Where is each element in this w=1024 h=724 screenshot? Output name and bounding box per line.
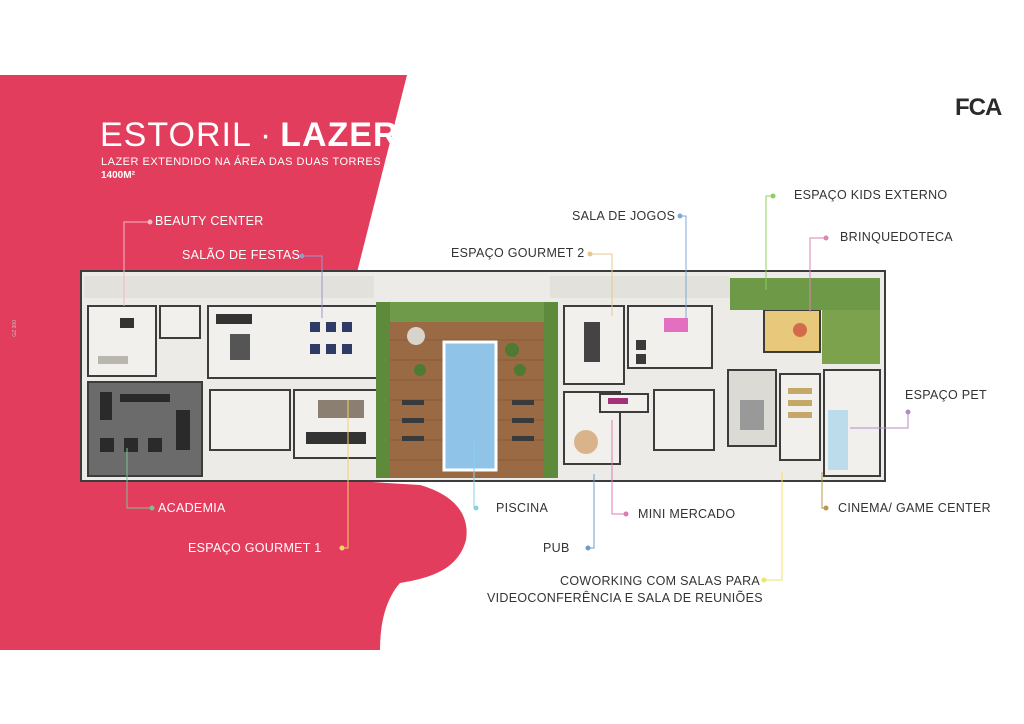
title-separator: · xyxy=(259,116,273,154)
corridor-top-right xyxy=(550,276,730,298)
label-piscina: PISCINA xyxy=(496,501,549,515)
swimming-pool xyxy=(442,340,498,472)
gourmet-1-counter xyxy=(306,432,366,444)
line-cinema xyxy=(821,472,826,509)
garden-right xyxy=(544,302,558,478)
room-brinquedoteca xyxy=(763,309,821,353)
floor-plan xyxy=(80,270,886,482)
line-beauty-center xyxy=(123,221,150,306)
deck-loungers xyxy=(402,400,534,441)
label-academia: ACADEMIA xyxy=(158,501,226,515)
line-brinquedoteca xyxy=(809,237,826,312)
subtitle: LAZER EXTENDIDO NA ÁREA DAS DUAS TORRES xyxy=(101,156,382,168)
page-title: ESTORIL·LAZER xyxy=(100,116,399,155)
room-sala-jogos xyxy=(627,305,713,369)
fca-logo: FCA xyxy=(955,94,1002,121)
label-espaco-kids: ESPAÇO KIDS EXTERNO xyxy=(794,188,948,202)
line-coworking xyxy=(764,472,783,581)
room-beauty-center xyxy=(87,305,157,377)
area-label: 1400M² xyxy=(101,170,135,181)
cinema-seats xyxy=(788,388,812,418)
game-seating xyxy=(636,340,646,364)
game-pool-table xyxy=(664,318,688,332)
line-sala-jogos xyxy=(680,215,687,318)
line-gourmet-1 xyxy=(342,400,349,549)
line-gourmet-2 xyxy=(590,253,613,316)
label-salao-festas: SALÃO DE FESTAS xyxy=(182,248,301,262)
callout-dots xyxy=(147,193,911,583)
title-bold: LAZER xyxy=(280,116,399,154)
label-coworking-line-1: COWORKING COM SALAS PARA xyxy=(560,574,761,588)
gym-equipment xyxy=(100,392,190,452)
label-mini-mercado: MINI MERCADO xyxy=(638,507,736,521)
festas-tables xyxy=(310,322,352,354)
kids-playground xyxy=(822,310,880,364)
line-academia xyxy=(126,448,152,509)
line-piscina xyxy=(473,440,476,509)
gourmet-2-table xyxy=(584,322,600,362)
line-pub xyxy=(588,474,595,549)
label-sala-jogos: SALA DE JOGOS xyxy=(572,209,676,223)
beauty-table xyxy=(98,356,128,364)
title-main: ESTORIL xyxy=(100,116,252,154)
kitchen-island xyxy=(230,334,250,360)
line-espaco-pet xyxy=(850,412,909,429)
label-beauty-center: BEAUTY CENTER xyxy=(155,214,264,228)
beauty-chair xyxy=(120,318,134,328)
pet-area xyxy=(828,410,848,470)
kids-toy xyxy=(793,323,807,337)
kitchen-counter xyxy=(216,314,252,324)
line-salao-festas xyxy=(302,255,323,318)
pub-bar xyxy=(574,430,598,454)
label-pub: PUB xyxy=(543,541,570,555)
label-cinema: CINEMA/ GAME CENTER xyxy=(838,501,991,515)
deck-plants xyxy=(414,343,526,376)
label-espaco-gourmet-2: ESPAÇO GOURMET 2 xyxy=(451,246,585,260)
label-espaco-pet: ESPAÇO PET xyxy=(905,388,987,402)
coworking-table xyxy=(740,400,764,430)
label-espaco-gourmet-1: ESPAÇO GOURMET 1 xyxy=(188,541,322,555)
garden-left xyxy=(376,302,390,478)
room-stairs-left xyxy=(209,389,291,451)
room-restrooms-left xyxy=(159,305,201,339)
garden-top xyxy=(390,302,544,322)
label-coworking-line-2: VIDEOCONFERÊNCIA E SALA DE REUNIÕES xyxy=(487,591,763,605)
line-mini-mercado xyxy=(611,420,626,515)
mercado-shelf xyxy=(608,398,628,404)
room-stairs-right xyxy=(653,389,715,451)
label-brinquedoteca: BRINQUEDOTECA xyxy=(840,230,953,244)
line-espaco-kids xyxy=(765,195,773,290)
side-caption: GZ 300 xyxy=(12,320,18,337)
deck-round-table xyxy=(407,327,425,345)
gourmet-1-table xyxy=(318,400,364,418)
room-espaco-kids xyxy=(730,278,880,310)
corridor-top xyxy=(84,276,374,298)
